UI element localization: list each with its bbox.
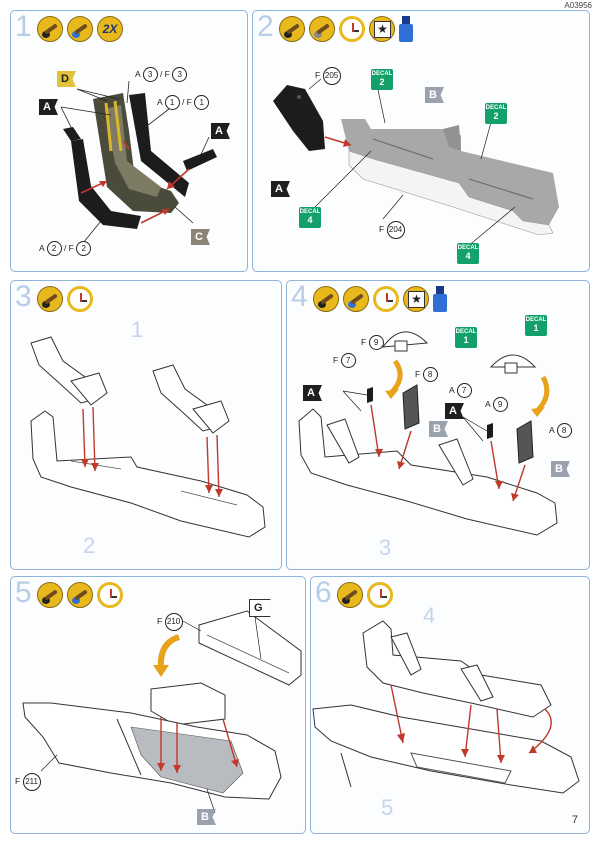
part-reference: F 7 (333, 353, 356, 368)
part-flag-b: B (425, 87, 444, 103)
part-reference: A 8 (549, 423, 572, 438)
part-reference: F 205 (315, 67, 341, 85)
part-reference: F 211 (15, 773, 41, 791)
part-reference: F 9 (361, 335, 384, 350)
part-flag-c: C (191, 229, 210, 245)
step-4-illustration (298, 331, 558, 536)
paint-icon (279, 16, 305, 42)
clock-icon (339, 16, 365, 42)
part-flag-a: A (211, 123, 230, 139)
part-flag-a: A (445, 403, 464, 419)
part-reference: A 2 / F 2 (39, 241, 92, 256)
step-4-panel: 4 ★ 3 (286, 280, 590, 570)
step-6-icons (337, 582, 393, 608)
paint-icon (67, 582, 93, 608)
step-number: 1 (15, 10, 32, 43)
step-number: 3 (15, 280, 32, 313)
step-6-panel: 6 4 5 (310, 576, 590, 834)
part-reference: A 7 (449, 383, 472, 398)
part-flag-a: A (39, 99, 58, 115)
decal-star-icon: ★ (369, 16, 395, 42)
paint-icon (67, 16, 93, 42)
sub-assembly-label: 1 (131, 317, 144, 342)
step-1-illustration (60, 80, 217, 244)
clock-icon (97, 582, 123, 608)
sub-assembly-label: 4 (423, 603, 436, 628)
step-3-icons (37, 286, 93, 312)
document-code: A03956 (564, 1, 592, 10)
clock-icon (373, 286, 399, 312)
step-5-icons (37, 582, 123, 608)
sub-assembly-label: 3 (379, 535, 392, 560)
part-reference: F 210 (157, 613, 183, 631)
sub-assembly-label: 5 (381, 795, 394, 820)
step-number: 4 (291, 280, 308, 313)
part-flag-a: A (271, 181, 290, 197)
step-1-panel: 1 2X D A A (10, 10, 248, 272)
paint-icon (37, 16, 63, 42)
step-5-illustration (22, 610, 302, 814)
clock-icon (67, 286, 93, 312)
multiplier-badge: 2X (97, 16, 123, 42)
decal-star-icon: ★ (403, 286, 429, 312)
page-number: 7 (571, 814, 578, 826)
paint-icon (309, 16, 335, 42)
step-number: 5 (15, 576, 32, 609)
glue-bottle-icon (433, 286, 447, 312)
step-1-icons: 2X (37, 16, 123, 42)
paint-icon (343, 286, 369, 312)
step-2-icons: ★ (279, 16, 413, 42)
part-reference: A 3 / F 3 (135, 67, 188, 82)
part-flag-d: D (57, 71, 76, 87)
part-reference: A 9 (485, 397, 508, 412)
part-flag-b: B (197, 809, 216, 825)
part-reference: F 204 (379, 221, 405, 239)
step-3-panel: 3 1 2 (10, 280, 282, 570)
clock-icon (367, 582, 393, 608)
step-2-illustration (273, 78, 559, 248)
step-6-illustration (312, 620, 580, 794)
part-flag-a: A (303, 385, 322, 401)
step-number: 6 (315, 576, 332, 609)
step-3-illustration (30, 336, 266, 538)
part-reference: A 1 / F 1 (157, 95, 210, 110)
paint-icon (37, 582, 63, 608)
part-flag-b: B (551, 461, 570, 477)
sub-assembly-label: 2 (83, 533, 96, 558)
glue-bottle-icon (399, 16, 413, 42)
part-flag-b: B (429, 421, 448, 437)
paint-icon (313, 286, 339, 312)
step-4-icons: ★ (313, 286, 447, 312)
paint-icon (337, 582, 363, 608)
step-5-panel: 5 F 210 F 211 G B (10, 576, 306, 834)
paint-icon (37, 286, 63, 312)
part-reference: F 8 (415, 367, 438, 382)
step-number: 2 (257, 10, 274, 43)
